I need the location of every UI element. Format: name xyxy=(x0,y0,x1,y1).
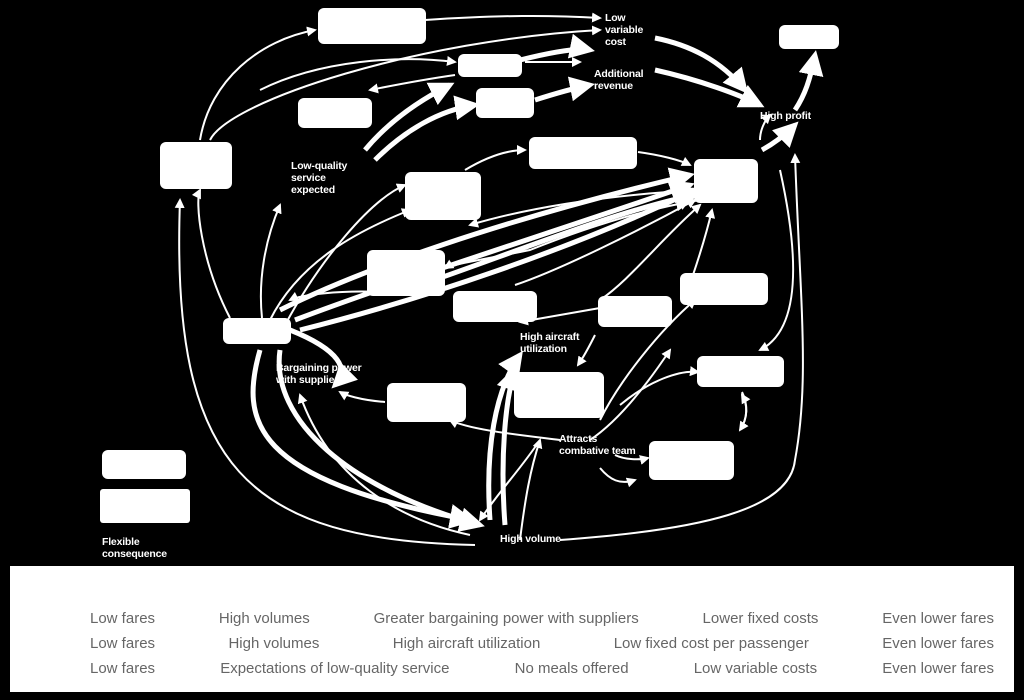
arrow xyxy=(637,151,692,166)
arrow xyxy=(559,153,804,541)
arrow xyxy=(758,169,795,351)
chain-step: Greater bargaining power with suppliers xyxy=(373,610,639,627)
label-bargaining-power: Bargaining power with suppliers xyxy=(276,362,362,386)
node-box xyxy=(298,98,372,128)
chain-step: Expectations of low-quality service xyxy=(220,660,450,677)
node-box xyxy=(453,291,537,322)
arrow xyxy=(269,208,412,321)
arrow xyxy=(496,365,521,526)
node-box xyxy=(160,142,232,189)
chain-step: Low variable costs xyxy=(693,660,818,677)
chain-step: Low fares xyxy=(90,660,156,677)
arrow xyxy=(191,188,231,319)
label-low-variable-cost: Low variable cost xyxy=(605,12,644,48)
arrow xyxy=(599,203,702,301)
chain-step: High aircraft utilization xyxy=(392,635,541,652)
chain-step: Lower fixed costs xyxy=(702,610,819,627)
arrow xyxy=(534,76,595,103)
arrow xyxy=(599,467,637,488)
arrow xyxy=(792,50,824,112)
node-box xyxy=(680,273,768,305)
node-box xyxy=(779,25,839,49)
arrow xyxy=(338,390,386,403)
label-additional-revenue: Additional revenue xyxy=(594,68,644,92)
arrow xyxy=(259,203,282,319)
label-high-aircraft-utilization: High aircraft utilization xyxy=(520,331,580,355)
node-box xyxy=(598,296,672,327)
arrow xyxy=(424,12,602,23)
label-high-profit: High profit xyxy=(760,110,811,122)
chain-step: Even lower fares xyxy=(882,610,994,627)
legend-box-large xyxy=(100,489,190,523)
node-box xyxy=(529,137,637,169)
arrow xyxy=(654,67,765,108)
arrow-layer xyxy=(174,12,824,546)
legend-box-small xyxy=(102,450,186,479)
node-box xyxy=(476,88,534,118)
node-box xyxy=(387,383,466,422)
arrow xyxy=(209,25,602,141)
arrow xyxy=(174,198,476,546)
chain-step: No meals offered xyxy=(514,660,629,677)
node-box xyxy=(367,250,445,296)
arrow xyxy=(478,439,541,522)
label-high-volume: High volume xyxy=(500,533,561,545)
node-box xyxy=(649,441,734,480)
label-flexible-consequence: Flexible consequence xyxy=(102,536,167,560)
arrow xyxy=(614,454,650,465)
chain-step: Even lower fares xyxy=(882,635,994,652)
node-box xyxy=(318,8,426,44)
arrow xyxy=(514,199,697,286)
arrow xyxy=(373,95,480,162)
arrow xyxy=(654,35,749,94)
arrow xyxy=(199,26,317,141)
chain-step: High volumes xyxy=(228,635,320,652)
arrow xyxy=(759,113,772,141)
chain-row: Low fares High volumes Greater bargainin… xyxy=(90,610,994,627)
chain-step: Low fixed cost per passenger xyxy=(613,635,809,652)
arrow xyxy=(276,349,485,532)
arrow xyxy=(519,33,595,63)
arrow xyxy=(289,327,358,389)
causal-chains-panel: Low fares High volumes Greater bargainin… xyxy=(10,566,1014,692)
arrow xyxy=(297,393,471,536)
node-box xyxy=(514,372,604,418)
chain-step: Low fares xyxy=(90,635,156,652)
chain-row: Low fares Expectations of low-quality se… xyxy=(90,660,994,677)
arrow xyxy=(259,56,457,91)
arrow xyxy=(519,438,543,541)
arrow xyxy=(576,334,596,367)
label-low-quality-service: Low-quality service expected xyxy=(291,160,348,196)
arrow xyxy=(368,74,456,94)
arrow xyxy=(464,145,527,171)
arrow xyxy=(738,391,749,432)
arrow xyxy=(448,419,561,441)
arrow xyxy=(250,349,475,529)
node-box xyxy=(223,318,291,344)
arrow xyxy=(599,298,697,421)
arrow xyxy=(760,121,799,153)
node-box xyxy=(694,159,758,203)
arrow xyxy=(439,186,700,281)
node-box xyxy=(405,172,481,220)
chain-step: Low fares xyxy=(90,610,156,627)
arrow xyxy=(294,179,695,323)
node-box xyxy=(458,54,522,77)
arrow xyxy=(619,366,700,406)
chain-step: High volumes xyxy=(218,610,310,627)
arrow xyxy=(363,82,455,152)
label-attracts-combative-team: Attracts combative team xyxy=(559,433,636,457)
arrow xyxy=(278,167,695,313)
chain-step: Even lower fares xyxy=(882,660,994,677)
arrow xyxy=(589,348,672,441)
node-box xyxy=(697,356,784,387)
chain-row: Low fares High volumes High aircraft uti… xyxy=(90,635,994,652)
arrow xyxy=(299,187,700,333)
